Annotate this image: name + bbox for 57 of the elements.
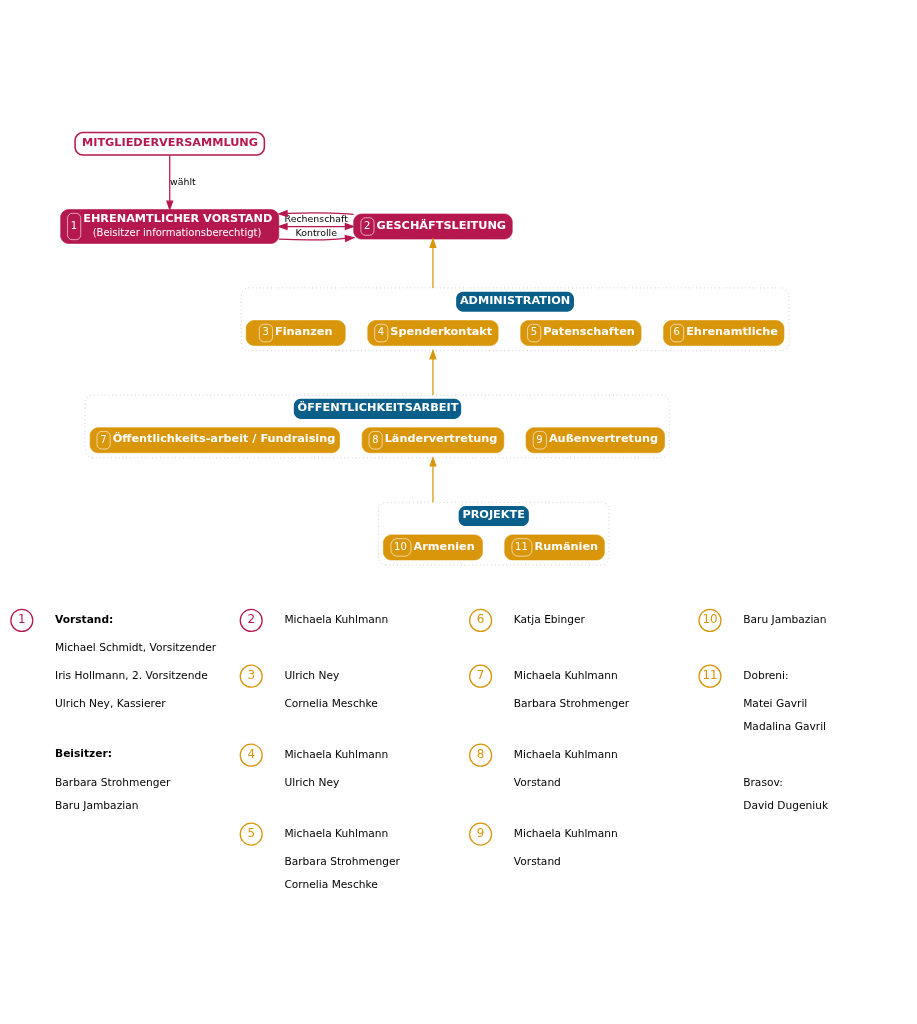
arrow bbox=[429, 237, 437, 289]
node-box: 10 Armenien bbox=[383, 534, 483, 561]
label: 8 bbox=[476, 747, 485, 762]
arrow bbox=[277, 222, 356, 231]
label: Iris Hollmann, 2. Vorsitzende bbox=[55, 669, 208, 683]
edge-label: Kontrolle bbox=[295, 226, 337, 238]
label: 4 bbox=[247, 747, 255, 762]
label: 2 bbox=[247, 612, 255, 627]
node-box: 8 Ländervertretung bbox=[361, 427, 505, 454]
label: Michael Schmidt, Vorsitzender bbox=[55, 641, 217, 655]
label: Michaela Kuhlmann bbox=[513, 748, 618, 762]
label: Katja Ebinger bbox=[513, 613, 586, 627]
edge-label: wählt bbox=[170, 175, 196, 187]
label: 7 bbox=[476, 668, 485, 683]
node-box: MITGLIEDERVERSAMMLUNG bbox=[74, 131, 266, 156]
arrow bbox=[429, 455, 437, 503]
node-box: 1 EHRENAMTLICHER VORSTAND (Beisitzer informationsberechtigt) bbox=[60, 209, 280, 244]
arrow bbox=[277, 209, 355, 218]
label: Baru Jambazian bbox=[55, 799, 139, 813]
label: Barbara Strohmenger bbox=[284, 854, 400, 868]
label: Cornelia Meschke bbox=[284, 696, 378, 710]
label: Vorstand: bbox=[55, 612, 114, 626]
label: Cornelia Meschke bbox=[284, 878, 378, 892]
node-box: 11 Rumänien bbox=[504, 534, 605, 561]
label: Barbara Strohmenger bbox=[55, 775, 171, 789]
label: David Dugeniuk bbox=[743, 799, 829, 813]
label: 10 bbox=[702, 612, 718, 627]
label: 3 bbox=[247, 668, 255, 683]
label: 11 bbox=[702, 668, 718, 683]
edge-label: Rechenschaft bbox=[284, 212, 348, 224]
label: Ulrich Ney, Kassierer bbox=[55, 696, 166, 710]
label: Michaela Kuhlmann bbox=[284, 748, 389, 762]
label: Michaela Kuhlmann bbox=[513, 827, 618, 841]
arrow bbox=[429, 348, 437, 396]
label: Michaela Kuhlmann bbox=[513, 669, 618, 683]
label: Madalina Gavril bbox=[743, 720, 827, 734]
node-box: 9 Außenvertretung bbox=[525, 427, 665, 454]
label: Matei Gavril bbox=[743, 696, 808, 710]
node-box: 2 GESCHÄFTSLEITUNG bbox=[353, 213, 513, 240]
label: Baru Jambazian bbox=[743, 613, 827, 627]
label: Beisitzer: bbox=[55, 747, 112, 761]
label: Brasov: bbox=[743, 775, 783, 789]
arrow bbox=[166, 154, 174, 212]
label: Dobreni: bbox=[743, 669, 789, 683]
label: 9 bbox=[476, 826, 485, 841]
label: Vorstand bbox=[513, 854, 561, 868]
arrow bbox=[278, 234, 356, 243]
label: Vorstand bbox=[513, 775, 561, 789]
label: 5 bbox=[247, 826, 255, 841]
label: Michaela Kuhlmann bbox=[284, 827, 389, 841]
label: Ulrich Ney bbox=[284, 669, 340, 683]
label: 1 bbox=[18, 612, 26, 627]
label: 6 bbox=[476, 612, 485, 627]
label: Ulrich Ney bbox=[284, 775, 340, 789]
node-box: 7 Öffentlichkeits-arbeit / Fundraising bbox=[89, 427, 340, 454]
label: Michaela Kuhlmann bbox=[284, 613, 389, 627]
label: Barbara Strohmenger bbox=[513, 696, 630, 710]
